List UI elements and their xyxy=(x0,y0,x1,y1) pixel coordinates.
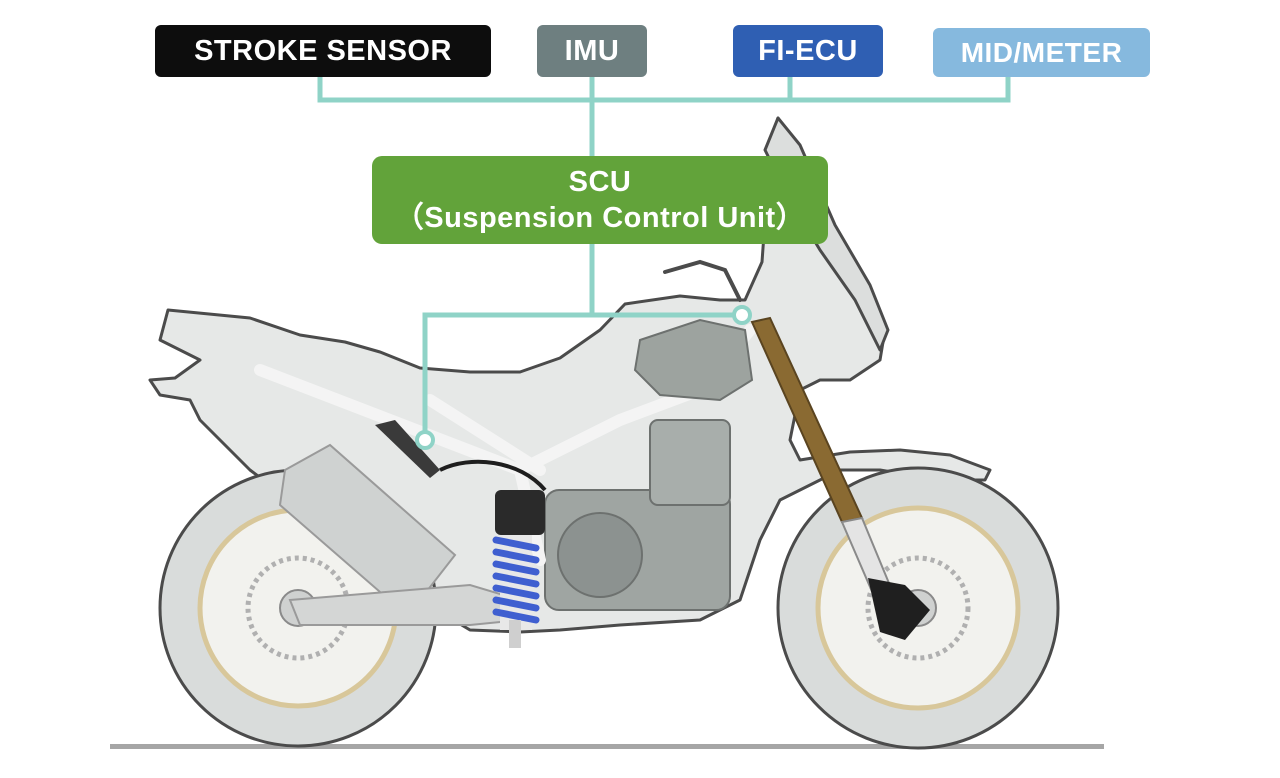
fuel-tank xyxy=(633,318,754,402)
imu-box: IMU xyxy=(537,25,647,77)
stroke-sensor-box: STROKE SENSOR xyxy=(155,25,491,77)
front-sensor-node xyxy=(732,305,752,325)
motorcycle-illustration xyxy=(148,116,1060,750)
rear-sensor-node xyxy=(415,430,435,450)
connector-to-sensors xyxy=(422,312,742,438)
scu-box: SCU （Suspension Control Unit） xyxy=(372,156,828,244)
ground-line xyxy=(110,744,1104,749)
handlebar xyxy=(663,259,742,302)
rear-stroke-sensor xyxy=(375,420,440,478)
front-disc xyxy=(865,555,971,661)
fi-ecu-box: FI-ECU xyxy=(733,25,883,77)
connector-lines xyxy=(317,77,1011,450)
sensor-cable xyxy=(439,459,547,492)
rear-shock-spring xyxy=(492,535,540,648)
connector-bus xyxy=(317,77,1011,103)
front-caliper xyxy=(868,578,930,640)
mid-meter-box: MID/METER xyxy=(933,28,1150,77)
scu-subtitle: （Suspension Control Unit） xyxy=(394,202,806,234)
rear-shock-reservoir xyxy=(495,490,545,535)
scu-title: SCU xyxy=(568,166,632,198)
engine-cylinder xyxy=(649,419,731,506)
engine-cover xyxy=(557,512,643,598)
